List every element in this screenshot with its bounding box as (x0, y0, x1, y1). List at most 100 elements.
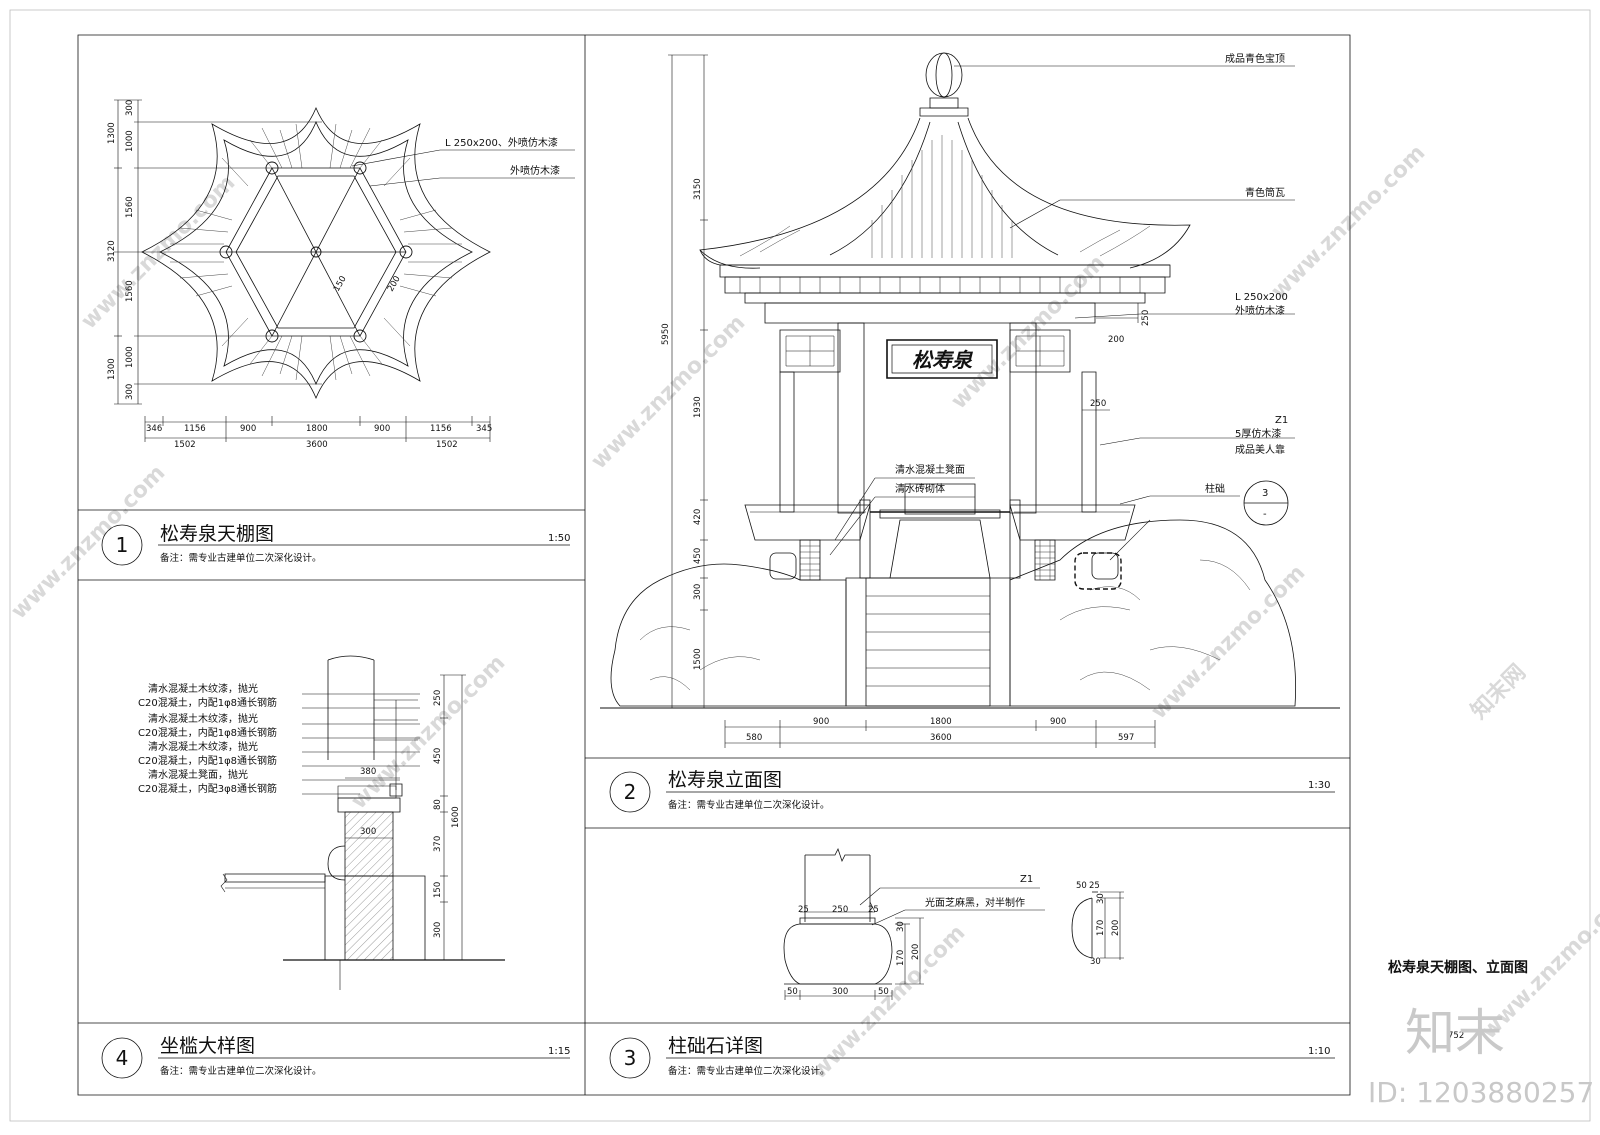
dim: 250 (1141, 310, 1151, 326)
dim: 1500 (693, 648, 703, 670)
dim: 380 (360, 767, 376, 777)
plaque-text: 松寿泉 (912, 348, 974, 372)
ceiling-plan-text: L 250x200、外喷仿木漆 外喷仿木漆 150 200 300 1000 1… (107, 100, 560, 450)
panel-note: 备注：需专业古建单位二次深化设计。 (668, 799, 830, 811)
dim: 30 (1096, 893, 1106, 904)
title-block-3: 3 柱础石详图 1:10 备注：需专业古建单位二次深化设计。 (610, 1035, 1335, 1078)
dim: 346 (146, 424, 162, 434)
title-block-2: 2 松寿泉立面图 1:30 备注：需专业古建单位二次深化设计。 (610, 769, 1335, 812)
watermark-text: www.znzmo.com (947, 250, 1111, 414)
label: 青色筒瓦 (1245, 186, 1285, 199)
panel-note: 备注：需专业古建单位二次深化设计。 (160, 552, 322, 564)
label: 外喷仿木漆 (1235, 304, 1285, 317)
base-stone-detail-text: Z1 光面芝麻黑，对半制作 25 250 25 30 170 200 50 30… (787, 874, 1121, 997)
dim: 3150 (693, 178, 703, 200)
dim: 1502 (174, 440, 196, 450)
watermark-text: www.znzmo.com (347, 650, 511, 814)
label: L 250x200 (1235, 292, 1288, 303)
dim: 250 (832, 905, 848, 915)
dim: 200 (1108, 335, 1124, 345)
dim: 50 (878, 987, 889, 997)
dim: 25 (798, 905, 809, 915)
dim: 900 (1050, 717, 1066, 727)
dim: 300 (125, 384, 135, 400)
label: 5厚仿木漆 (1235, 427, 1281, 440)
dim: 50 (787, 987, 798, 997)
panel-scale: 1:50 (548, 533, 570, 544)
label: C20混凝土，内配1φ8通长钢筋 (138, 696, 277, 709)
dim: 597 (1118, 733, 1134, 743)
watermark-brand: 知末网 (1466, 659, 1531, 724)
panel-scale: 1:15 (548, 1046, 570, 1057)
dim: 1156 (430, 424, 452, 434)
label: 柱础 (1205, 482, 1225, 495)
dim: 250 (1090, 399, 1106, 409)
seat-detail (221, 656, 505, 990)
label: 外喷仿木漆 (510, 164, 560, 177)
panel-number: 4 (116, 1046, 129, 1070)
panel-title: 坐槛大样图 (160, 1035, 255, 1057)
dim: 900 (813, 717, 829, 727)
dim: 1560 (125, 196, 135, 218)
label: 清水混凝土凳面 (895, 463, 965, 476)
dim: 450 (433, 748, 443, 764)
dim: 80 (433, 799, 443, 810)
pavilion-elevation-text: 松寿泉 成品青色宝顶 青色筒瓦 L 250x200 外喷仿木漆 Z1 5厚仿木漆… (661, 52, 1288, 743)
seat-detail-text: 清水混凝土木纹漆，抛光 C20混凝土，内配1φ8通长钢筋 清水混凝土木纹漆，抛光… (138, 682, 461, 938)
label: Z1 (1275, 415, 1288, 426)
dim: 3600 (306, 440, 328, 450)
watermark-text: www.znzmo.com (1147, 560, 1311, 724)
sheet-frame (10, 10, 1590, 1121)
title-block-1: 1 松寿泉天棚图 1:50 备注：需专业古建单位二次深化设计。 (102, 523, 570, 565)
panel-note: 备注：需专业古建单位二次深化设计。 (668, 1065, 830, 1077)
panel-note: 备注：需专业古建单位二次深化设计。 (160, 1065, 322, 1077)
dim: 150 (332, 274, 349, 293)
dim: 1560 (125, 280, 135, 302)
dim: 1300 (107, 122, 117, 144)
dim: 1930 (693, 396, 703, 418)
callout-sheet: - (1263, 509, 1267, 520)
dim: 900 (374, 424, 390, 434)
dim: 250 (433, 690, 443, 706)
base-stone-detail (784, 849, 1124, 1000)
dim: 900 (240, 424, 256, 434)
dim: 3120 (107, 240, 117, 262)
panel-number: 1 (116, 533, 129, 557)
dim: 1502 (436, 440, 458, 450)
dim: 170 (896, 950, 906, 966)
dim: 170 (1096, 920, 1106, 936)
page-mark: 752 (1448, 1031, 1464, 1041)
label: 清水混凝土凳面，抛光 (148, 768, 248, 781)
dim: 200 (911, 944, 921, 960)
watermark-text: www.znzmo.com (77, 170, 241, 334)
panel-title: 松寿泉立面图 (668, 769, 782, 791)
panel-number: 2 (624, 780, 637, 804)
dim: 1800 (930, 717, 952, 727)
dim: 1156 (184, 424, 206, 434)
dim: 1000 (125, 346, 135, 368)
sheet-title: 松寿泉天棚图、立面图 (1388, 959, 1528, 976)
dim: 1000 (125, 130, 135, 152)
dim: 370 (433, 836, 443, 852)
dim: 200 (386, 274, 403, 293)
dim: 25 (868, 905, 879, 915)
label: L 250x200、外喷仿木漆 (445, 136, 558, 149)
label: C20混凝土，内配3φ8通长钢筋 (138, 782, 277, 795)
dim: 300 (832, 987, 848, 997)
panel-title: 松寿泉天棚图 (160, 523, 274, 545)
dim: 1800 (306, 424, 328, 434)
dim: 300 (125, 100, 135, 116)
dim: 1300 (107, 358, 117, 380)
dim: 345 (476, 424, 492, 434)
watermark-text: www.znzmo.com (807, 920, 971, 1084)
dim: 300 (360, 827, 376, 837)
panel-number: 3 (624, 1046, 637, 1070)
id-label: ID: 1203880257 (1368, 1076, 1594, 1109)
dim: 450 (693, 548, 703, 564)
title-block-4: 4 坐槛大样图 1:15 备注：需专业古建单位二次深化设计。 (102, 1035, 570, 1078)
dim: 1600 (451, 806, 461, 828)
dim: 3600 (930, 733, 952, 743)
dim: 200 (1111, 920, 1121, 936)
brand-logo: 知末 (1405, 1004, 1505, 1062)
